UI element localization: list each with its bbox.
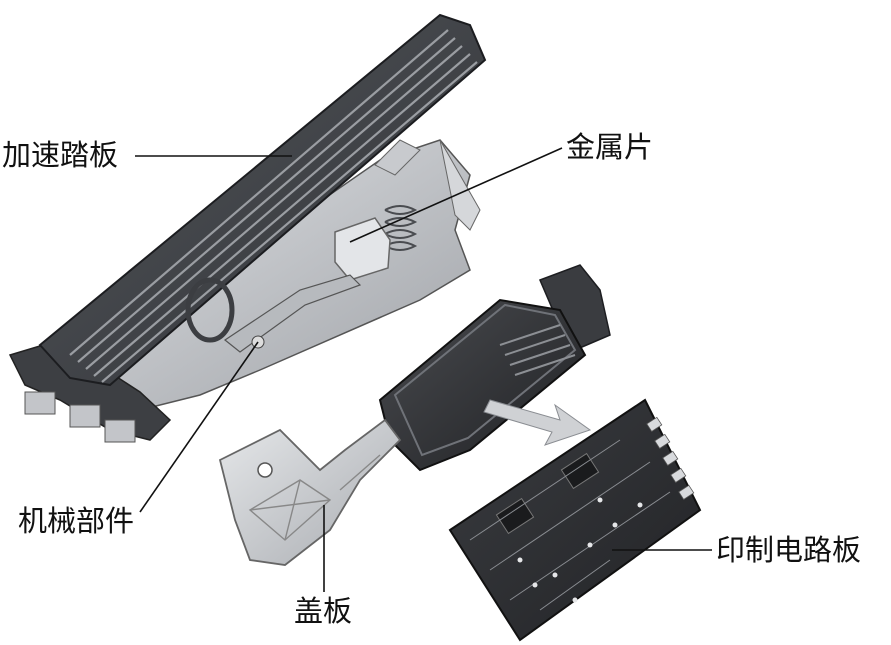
label-printed-circuit-board: 印制电路板 — [716, 533, 862, 567]
leader-metal — [349, 147, 563, 243]
label-accelerator-pedal: 加速踏板 — [2, 138, 119, 172]
module-body — [378, 298, 587, 472]
label-metal-plate: 金属片 — [566, 130, 654, 164]
pcb — [448, 398, 702, 642]
cover-plate — [218, 418, 402, 566]
spring — [384, 205, 418, 251]
module-frame — [393, 303, 577, 457]
leader-mechanical — [139, 341, 259, 513]
metal-plate-part — [334, 217, 391, 281]
sensor-module — [378, 264, 611, 472]
label-cover-plate: 盖板 — [294, 594, 353, 628]
assembly-arrow — [483, 399, 592, 446]
pedal-assembly — [8, 13, 487, 443]
mechanical-linkage — [223, 274, 362, 353]
label-mechanical-part: 机械部件 — [18, 504, 135, 538]
leader-lines — [135, 147, 712, 592]
